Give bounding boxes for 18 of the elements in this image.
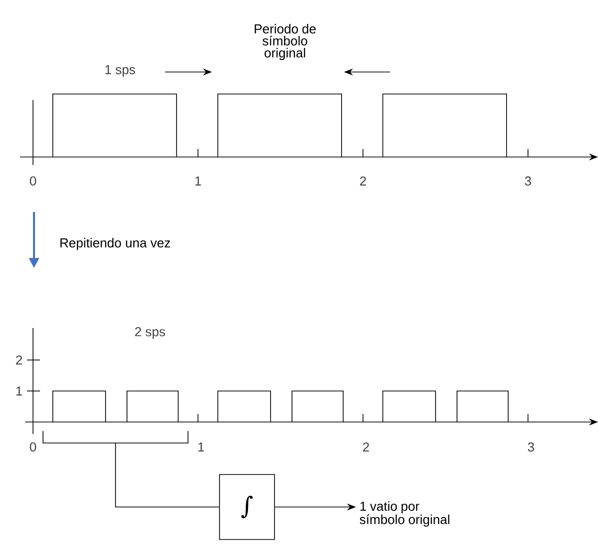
tick-label: 0 bbox=[30, 176, 36, 186]
bracket bbox=[42, 430, 188, 444]
connector bbox=[115, 442, 220, 508]
integrator-box: ∫ bbox=[219, 474, 275, 540]
tick-label: 1 bbox=[195, 176, 201, 186]
rate-label: 1 sps bbox=[105, 65, 136, 77]
tick-label: 3 bbox=[524, 176, 532, 186]
tick-label: 3 bbox=[528, 442, 534, 452]
rate-label: 2 sps bbox=[135, 327, 166, 339]
tick-label: 1 bbox=[198, 442, 204, 452]
step-label: Repitiendo una vez bbox=[60, 238, 170, 250]
tick-label: 2 bbox=[363, 442, 369, 452]
period-label: Periodo de símbolo original bbox=[254, 24, 316, 60]
tick-label: 2 bbox=[16, 355, 22, 365]
output-label: 1 vatio por símbolo original bbox=[360, 501, 450, 527]
tick-label: 2 bbox=[360, 176, 366, 186]
tick-label: 1 bbox=[16, 386, 22, 396]
tick-label: 0 bbox=[30, 442, 36, 452]
